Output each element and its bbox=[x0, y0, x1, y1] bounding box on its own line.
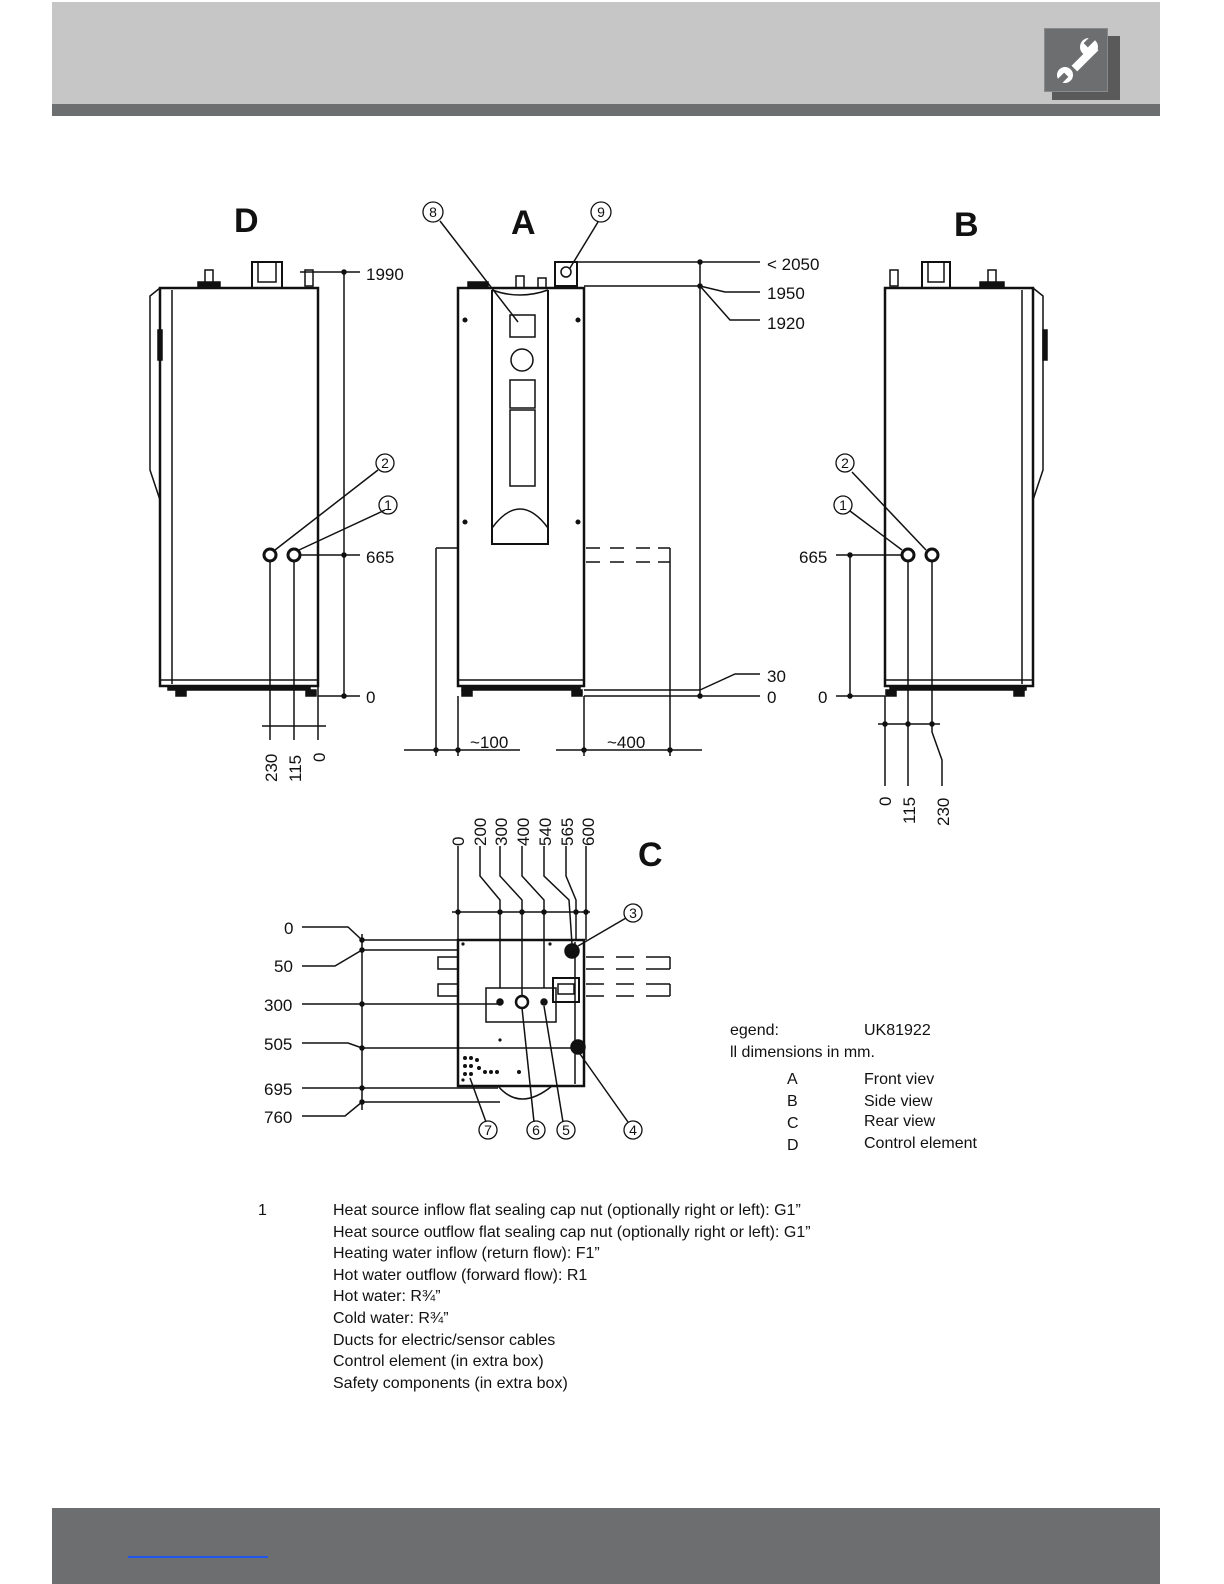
dim-a-1920: 1920 bbox=[767, 314, 805, 333]
legend-value-a: Front viev bbox=[864, 1071, 935, 1088]
dim-a-0: 0 bbox=[767, 688, 776, 707]
callout-1-d: 1 bbox=[384, 497, 392, 513]
dim-a-30: 30 bbox=[767, 667, 786, 686]
legend-note: ll dimensions in mm. bbox=[730, 1044, 875, 1061]
parts-number: 1 bbox=[258, 1202, 267, 1219]
view-label-b: B bbox=[954, 206, 979, 244]
dim-b-h-0: 0 bbox=[876, 797, 895, 806]
dim-a-gap-left: ~100 bbox=[470, 733, 508, 752]
legend-key-a: A bbox=[787, 1071, 798, 1088]
legend-key-c: C bbox=[787, 1115, 799, 1132]
dim-d-height: 1990 bbox=[366, 265, 404, 284]
legend-code: UK81922 bbox=[864, 1022, 931, 1039]
wrench-icon bbox=[1055, 34, 1099, 86]
parts-item: Cold water: R¾” bbox=[333, 1309, 449, 1327]
callout-3: 3 bbox=[629, 905, 637, 921]
tool-badge bbox=[1044, 28, 1108, 92]
dim-c-left-50: 50 bbox=[274, 957, 293, 976]
dim-b-floor: 0 bbox=[818, 688, 827, 707]
parts-item: Hot water outflow (forward flow): R1 bbox=[333, 1266, 588, 1284]
dim-c-left-760: 760 bbox=[264, 1108, 292, 1127]
dim-c-top-600: 600 bbox=[579, 818, 598, 846]
dim-c-left-505: 505 bbox=[264, 1035, 292, 1054]
dim-c-top-400: 400 bbox=[514, 818, 533, 846]
legend-key-b: B bbox=[787, 1093, 798, 1110]
header-bar bbox=[52, 2, 1160, 106]
parts-item: Control element (in extra box) bbox=[333, 1353, 544, 1371]
callout-8: 8 bbox=[429, 204, 437, 220]
parts-item: Heating water inflow (return flow): F1” bbox=[333, 1245, 600, 1263]
legend-key-d: D bbox=[787, 1137, 799, 1154]
legend-title: egend: bbox=[730, 1022, 779, 1039]
parts-item: Heat source inflow flat sealing cap nut … bbox=[333, 1202, 801, 1219]
callout-7: 7 bbox=[484, 1122, 492, 1138]
callout-2-d: 2 bbox=[381, 455, 389, 471]
view-label-c: C bbox=[638, 836, 663, 874]
dim-b-h-115: 115 bbox=[900, 797, 919, 824]
dim-c-top-200: 200 bbox=[471, 818, 490, 846]
parts-list: 1 Heat source inflow flat sealing cap nu… bbox=[258, 1200, 1018, 1394]
view-c-unit bbox=[302, 846, 671, 1123]
dim-c-top-0: 0 bbox=[449, 837, 468, 846]
dim-c-left-0: 0 bbox=[284, 919, 293, 938]
legend-value-d: Control element bbox=[864, 1135, 977, 1152]
callout-5: 5 bbox=[562, 1122, 570, 1138]
parts-item: Safety components (in extra box) bbox=[333, 1374, 568, 1392]
dim-d-h-115: 115 bbox=[286, 755, 305, 782]
dim-d-h-0: 0 bbox=[310, 753, 329, 762]
callout-6: 6 bbox=[532, 1122, 540, 1138]
footer-bar bbox=[52, 1508, 1160, 1584]
dim-a-1950: 1950 bbox=[767, 284, 805, 303]
dim-b-conn: 665 bbox=[799, 548, 827, 567]
dim-c-left-300: 300 bbox=[264, 996, 292, 1015]
dim-b-h-230: 230 bbox=[934, 798, 953, 826]
dim-a-2050: < 2050 bbox=[767, 255, 819, 274]
dim-c-top-565: 565 bbox=[558, 818, 577, 846]
view-a-unit bbox=[404, 220, 760, 756]
view-label-a: A bbox=[511, 204, 536, 242]
dim-d-floor: 0 bbox=[366, 688, 375, 707]
dim-c-top-540: 540 bbox=[536, 818, 555, 846]
dim-d-h-230: 230 bbox=[262, 754, 281, 782]
dim-a-gap-right: ~400 bbox=[607, 733, 645, 752]
callout-1-b: 1 bbox=[839, 497, 847, 513]
legend-value-c: Rear view bbox=[864, 1113, 936, 1130]
callout-2-b: 2 bbox=[841, 455, 849, 471]
parts-item: Heat source outflow flat sealing cap nut… bbox=[333, 1223, 811, 1241]
view-b-unit bbox=[836, 261, 1048, 786]
parts-item: Ducts for electric/sensor cables bbox=[333, 1331, 556, 1349]
legend-value-b: Side view bbox=[864, 1093, 933, 1110]
dim-c-left-695: 695 bbox=[264, 1080, 292, 1099]
callout-9: 9 bbox=[597, 204, 605, 220]
parts-item: Hot water: R¾” bbox=[333, 1288, 441, 1306]
dim-d-conn: 665 bbox=[366, 548, 394, 567]
view-d-unit bbox=[149, 261, 386, 740]
footer-link[interactable] bbox=[128, 1556, 268, 1558]
view-label-d: D bbox=[234, 202, 259, 240]
header-rule bbox=[52, 104, 1160, 116]
dim-c-top-300: 300 bbox=[492, 818, 511, 846]
callout-4: 4 bbox=[629, 1122, 637, 1138]
